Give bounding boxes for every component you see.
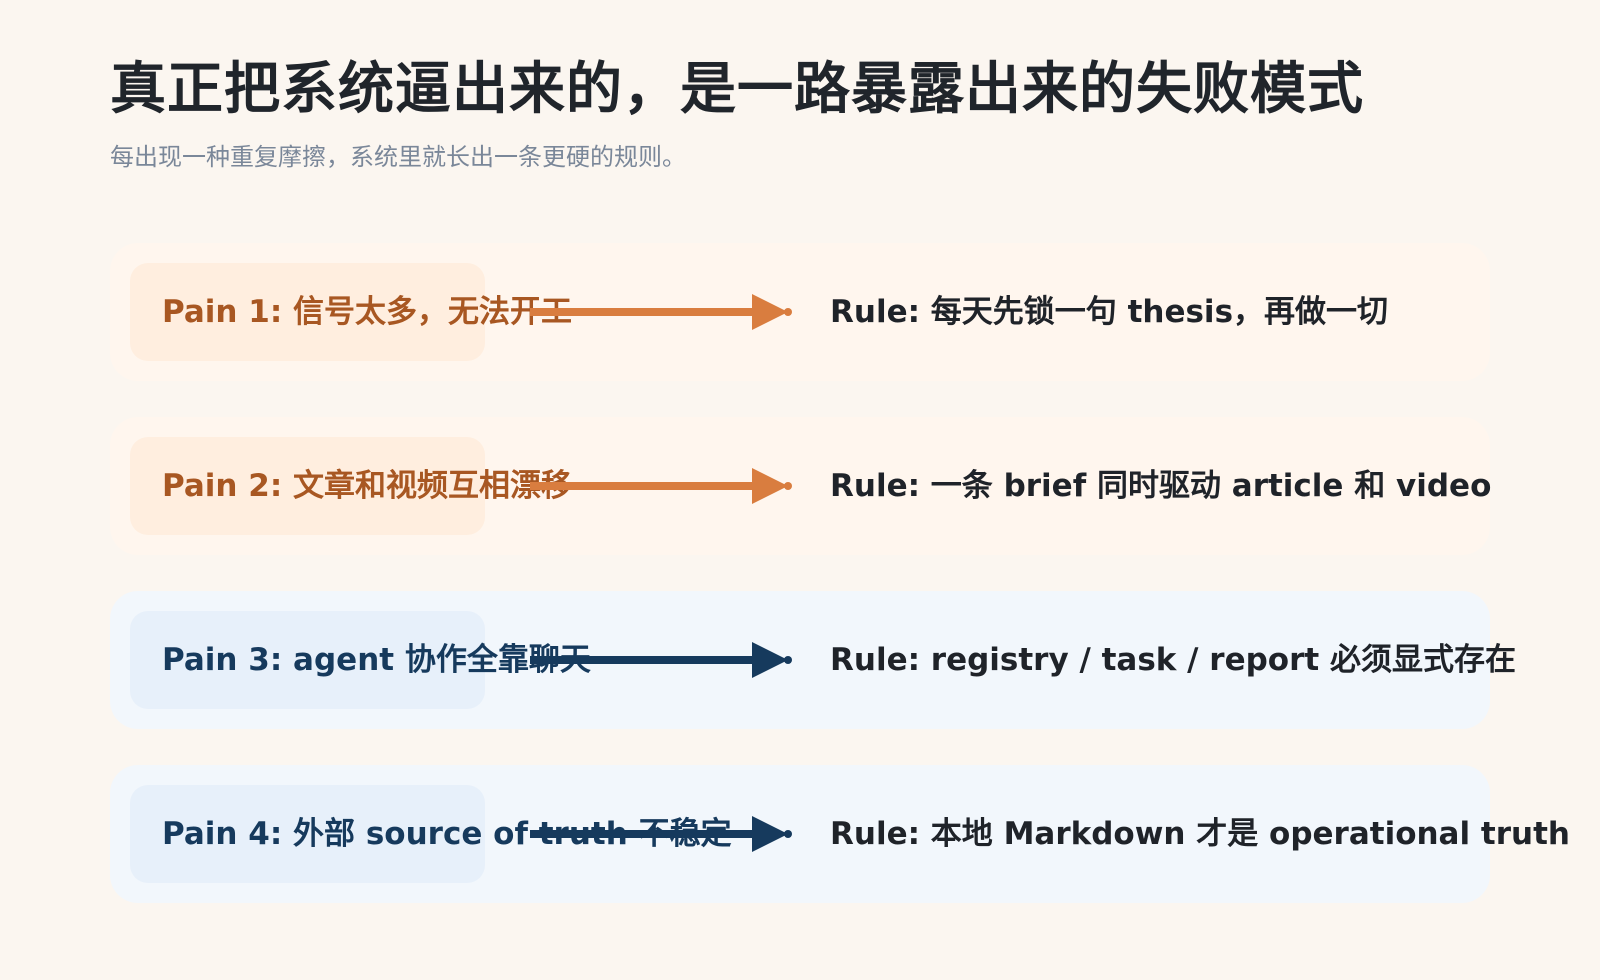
- pain-label: Pain 3: agent 协作全靠聊天: [162, 642, 591, 678]
- pain-label: Pain 2: 文章和视频互相漂移: [162, 468, 573, 504]
- pain-box: [130, 785, 485, 883]
- page-subtitle: 每出现一种重复摩擦，系统里就长出一条更硬的规则。: [110, 143, 686, 171]
- pain-box: [130, 437, 485, 535]
- right-arrow-icon: [530, 294, 792, 330]
- rule-label: Rule: registry / task / report 必须显式存在: [830, 642, 1516, 678]
- pain-rule-row-4: Pain 4: 外部 source of truth 不稳定 Rule: 本地 …: [110, 765, 1570, 903]
- right-arrow-icon: [530, 642, 792, 678]
- pain-box: [130, 611, 485, 709]
- pain-label: Pain 1: 信号太多，无法开工: [162, 294, 573, 330]
- pain-rule-list: Pain 1: 信号太多，无法开工 Rule: 每天先锁一句 thesis，再做…: [110, 243, 1570, 939]
- pain-rule-row-2: Pain 2: 文章和视频互相漂移 Rule: 一条 brief 同时驱动 ar…: [110, 417, 1492, 555]
- right-arrow-icon: [530, 816, 792, 852]
- pain-rule-row-1: Pain 1: 信号太多，无法开工 Rule: 每天先锁一句 thesis，再做…: [110, 243, 1490, 381]
- rule-label: Rule: 一条 brief 同时驱动 article 和 video: [830, 468, 1492, 504]
- right-arrow-icon: [530, 468, 792, 504]
- rule-label: Rule: 本地 Markdown 才是 operational truth: [830, 816, 1570, 852]
- page-title: 真正把系统逼出来的，是一路暴露出来的失败模式: [110, 57, 1364, 122]
- rule-label: Rule: 每天先锁一句 thesis，再做一切: [830, 294, 1389, 330]
- pain-box: [130, 263, 485, 361]
- pain-rule-row-3: Pain 3: agent 协作全靠聊天 Rule: registry / ta…: [110, 591, 1516, 729]
